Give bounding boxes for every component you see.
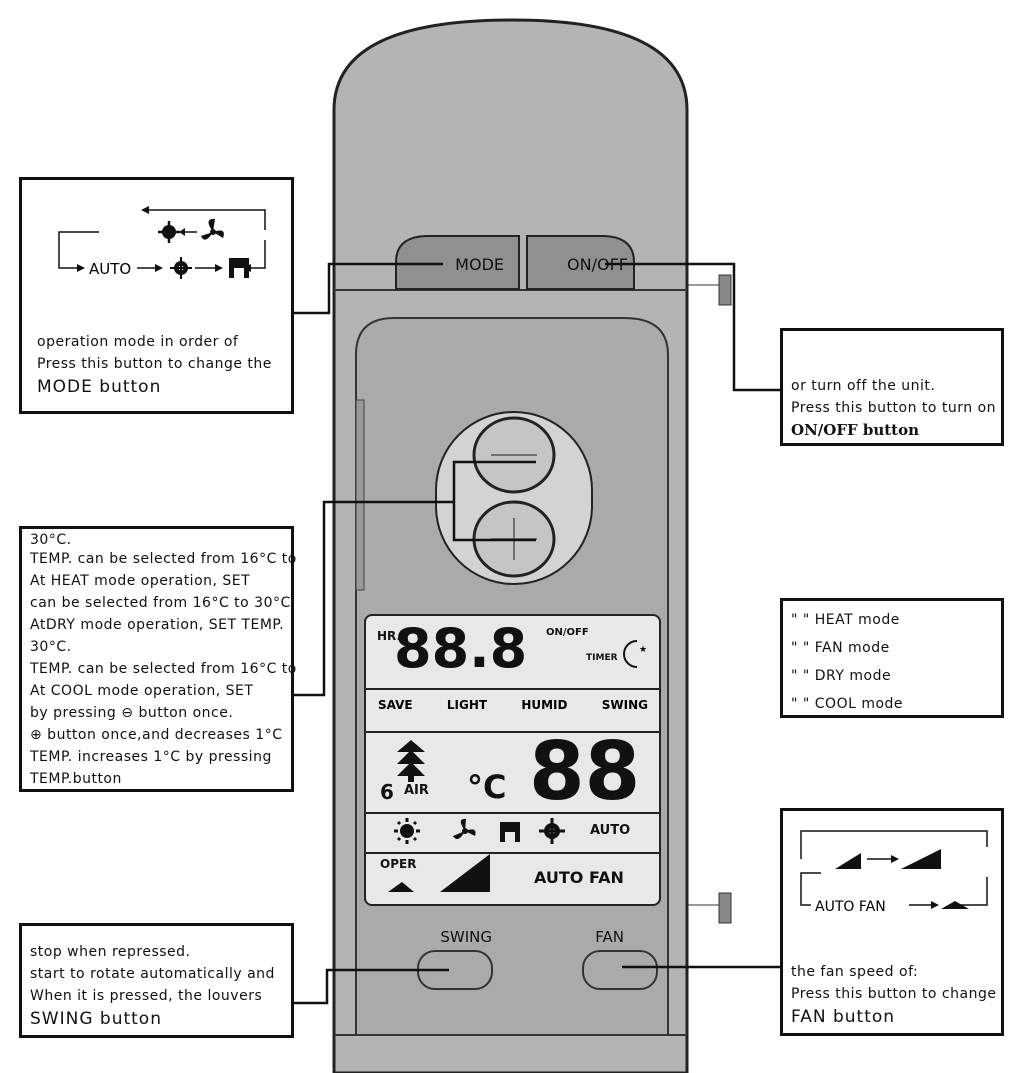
mode-callout-line-1: Press this button to change the [37, 356, 272, 372]
fan-mode-icon [453, 818, 476, 840]
cool-mode-icon [539, 818, 565, 844]
onoff-callout-line-2: or turn off the unit. [791, 378, 936, 394]
swing-callout-title: SWING button [30, 1009, 162, 1029]
temp-callout-line-7: AtDRY mode operation, SET TEMP. [30, 617, 285, 633]
fan-low-icon [941, 901, 969, 909]
onoff-leader [605, 262, 780, 392]
temp-callout-line-1: TEMP. increases 1°C by pressing [30, 749, 272, 765]
fan-cycle-diagram: AUTO FAN [800, 830, 988, 915]
dry-mode-icon [500, 822, 520, 842]
temp-callout-line-6: 30°C. [30, 639, 72, 655]
fan-mid-icon [835, 853, 861, 869]
fan-callout-line-1: Press this button to change [791, 986, 997, 1002]
lcd-mode-icons [394, 818, 565, 844]
mode-cycle-cool-icon [170, 257, 192, 279]
heat-mode-icon [394, 818, 420, 844]
lcd-readout: 88.8 HR. ON/OFF TIMER ★ SAVE LIGHT HUMID… [364, 614, 661, 906]
legend-dry: " " DRY mode [791, 668, 892, 684]
onoff-callout-title: ON/OFF button [791, 421, 920, 439]
temp-leader [452, 460, 536, 542]
temp-callout-line-5: TEMP. can be selected from 16°C to [30, 661, 297, 677]
onoff-callout-line-1: Press this button to turn on [791, 400, 997, 416]
mode-callout: MODE button Press this button to change … [19, 177, 294, 414]
legend-heat: " " HEAT mode [791, 612, 900, 628]
fan-speed-bars-icon [388, 854, 490, 892]
swing-callout-line-3: stop when repressed. [30, 944, 191, 960]
fan-callout-line-2: the fan speed of: [791, 964, 919, 980]
fan-high-icon [901, 849, 941, 869]
mode-cycle-heat-icon [158, 221, 180, 243]
onoff-callout: ON/OFF button Press this button to turn … [780, 328, 1004, 446]
temp-callout: TEMP.button TEMP. increases 1°C by press… [19, 526, 297, 792]
fan-callout: FAN button Press this button to change t… [780, 808, 1004, 1036]
moon-icon: ★ [623, 640, 647, 668]
mode-callout-title: MODE button [37, 377, 162, 397]
temp-leader-out [294, 500, 454, 697]
temp-callout-title: TEMP.button [30, 771, 122, 787]
fan-callout-title: FAN button [791, 1007, 896, 1027]
legend-cool: " " COOL mode [791, 696, 904, 712]
swing-callout-line-1: When it is pressed, the louvers [30, 988, 263, 1004]
temp-callout-line-8: can be selected from 16°C to 30°C. [30, 595, 296, 611]
swing-callout-line-2: start to rotate automatically and [30, 966, 275, 982]
svg-text:★: ★ [639, 645, 647, 655]
mode-cycle-auto: AUTO [89, 260, 131, 278]
mode-callout-line-2: operation mode in order of [37, 334, 239, 350]
swing-louver-icon [397, 740, 425, 782]
temp-callout-line-3: by pressing ⊖ button once. [30, 705, 234, 721]
swing-leader [294, 968, 449, 1005]
temp-callout-line-4: At COOL mode operation, SET [30, 683, 254, 699]
mode-cycle-diagram: AUTO [58, 206, 266, 279]
temp-callout-line-2: ⊕ button once,and decreases 1°C [30, 727, 283, 743]
temp-callout-line-9: At HEAT mode operation, SET [30, 573, 251, 589]
mode-legend-callout: " " COOL mode " " DRY mode " " FAN mode … [780, 598, 1004, 718]
mode-cycle-dry-icon [229, 258, 249, 278]
swing-callout: SWING button When it is pressed, the lou… [19, 923, 294, 1038]
fan-cycle-auto-fan: AUTO FAN [815, 899, 886, 915]
temp-callout-line-11: 30°C. [30, 532, 72, 548]
mode-leader [294, 262, 443, 315]
legend-fan: " " FAN mode [791, 640, 890, 656]
temp-callout-line-10: TEMP. can be selected from 16°C to [30, 551, 297, 567]
mode-cycle-fan-icon [201, 218, 224, 240]
